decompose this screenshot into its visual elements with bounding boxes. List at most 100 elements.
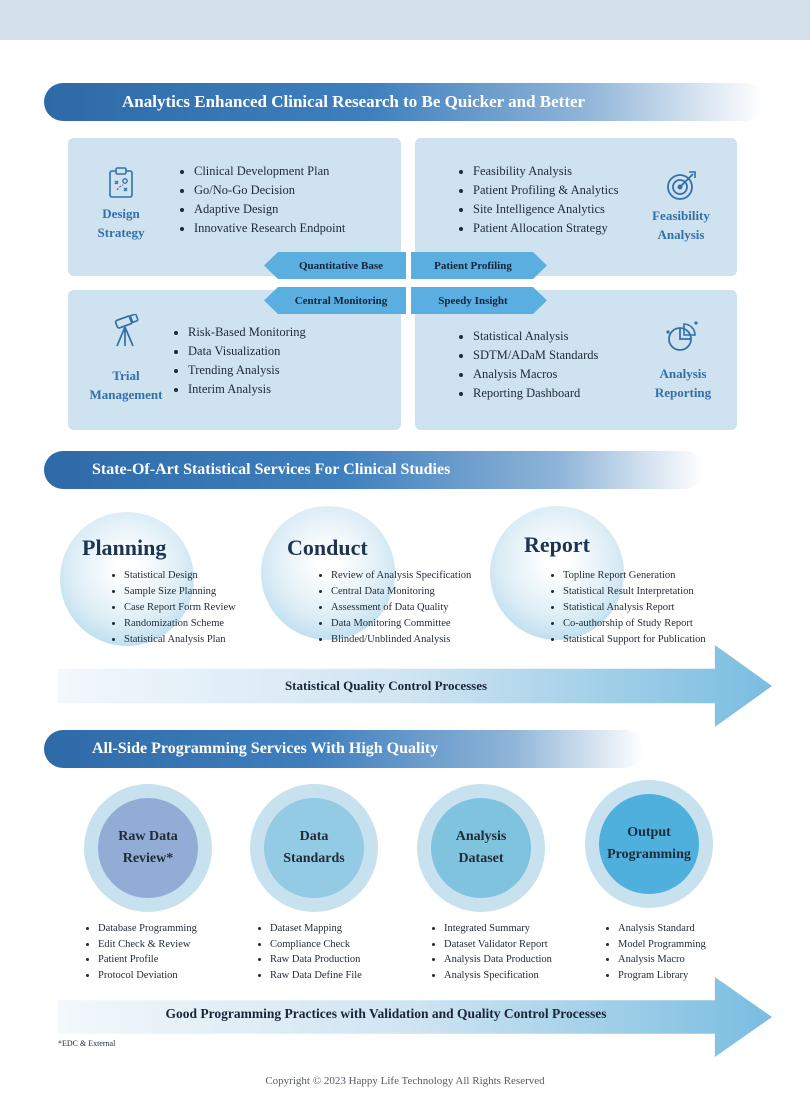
qc-process-label: Statistical Quality Control Processes [284, 678, 488, 693]
list-item: Statistical Analysis [473, 327, 598, 346]
quadrant-title-line: Analysis [659, 366, 707, 381]
quadrant-design-strategy: Design Strategy Clinical Development Pla… [68, 138, 401, 276]
list-item: Trending Analysis [188, 361, 306, 380]
quadrant-title-line: Design [102, 206, 140, 221]
prog-list-analysis-dataset: Integrated Summary Dataset Validator Rep… [432, 921, 552, 983]
list-item: Analysis Specification [444, 968, 552, 984]
list-item: Risk-Based Monitoring [188, 323, 306, 342]
list-item: Review of Analysis Specification [331, 568, 471, 584]
pie-chart-icon [666, 321, 698, 351]
list-item: Analysis Data Production [444, 952, 552, 968]
section-banner-programming: All-Side Programming Services With High … [44, 730, 644, 768]
list-item: Protocol Deviation [98, 968, 197, 984]
quadrant-trial-management: Trial Management Risk-Based Monitoring D… [68, 290, 401, 430]
list-item: Data Visualization [188, 342, 306, 361]
tag-speedy-insight: Speedy Insight [411, 287, 547, 314]
list-item: Statistical Result Interpretation [563, 584, 706, 600]
telescope-icon [114, 314, 139, 347]
copyright: Copyright © 2023 Happy Life Technology A… [265, 1075, 545, 1087]
list-item: Innovative Research Endpoint [194, 219, 345, 238]
tag-quantitative-base: Quantitative Base [264, 252, 406, 279]
phase-list-conduct: Review of Analysis Specification Central… [319, 568, 471, 648]
list-item: Randomization Scheme [124, 616, 236, 632]
section-banner-analytics: Analytics Enhanced Clinical Research to … [44, 83, 764, 121]
quadrant-title-line: Strategy [97, 225, 145, 240]
list-item: Topline Report Generation [563, 568, 706, 584]
quadrant-title: Feasibility Analysis [641, 206, 721, 244]
list-item: Interim Analysis [188, 380, 306, 399]
list-item: Integrated Summary [444, 921, 552, 937]
prog-circle-output-programming: Output Programming [585, 780, 713, 908]
list-item: Adaptive Design [194, 200, 345, 219]
list-item: Edit Check & Review [98, 937, 197, 953]
quadrant-list: Risk-Based Monitoring Data Visualization… [174, 323, 306, 399]
list-item: Analysis Standard [618, 921, 706, 937]
gpp-process-label: Good Programming Practices with Validati… [165, 1006, 607, 1021]
phase-circle-conduct [261, 506, 395, 640]
list-item: Database Programming [98, 921, 197, 937]
list-item: Case Report Form Review [124, 600, 236, 616]
list-item: Raw Data Define File [270, 968, 362, 984]
prog-list-raw-data-review: Database Programming Edit Check & Review… [86, 921, 197, 983]
quadrant-title-line: Trial [112, 368, 140, 383]
prog-circle-title: Output Programming [599, 794, 699, 894]
top-band [0, 0, 810, 40]
phase-title-planning: Planning [82, 535, 167, 560]
prog-circle-title: Data Standards [264, 798, 364, 898]
list-item: Patient Allocation Strategy [473, 219, 618, 238]
list-item: Site Intelligence Analytics [473, 200, 618, 219]
tag-patient-profiling: Patient Profiling [411, 252, 547, 279]
phase-title-report: Report [524, 532, 590, 557]
section-banner-statistical: State-Of-Art Statistical Services For Cl… [44, 451, 704, 489]
list-item: Dataset Validator Report [444, 937, 552, 953]
list-item: Go/No-Go Decision [194, 181, 345, 200]
list-item: Analysis Macro [618, 952, 706, 968]
quadrant-title-line: Feasibility [652, 208, 710, 223]
quadrant-title: Analysis Reporting [645, 364, 721, 402]
quadrant-title: Trial Management [84, 366, 168, 404]
list-item: Model Programming [618, 937, 706, 953]
list-item: Analysis Macros [473, 365, 598, 384]
prog-circle-title: Raw Data Review* [98, 798, 198, 898]
list-item: SDTM/ADaM Standards [473, 346, 598, 365]
list-item: Compliance Check [270, 937, 362, 953]
quadrant-title-line: Reporting [654, 385, 712, 400]
list-item: Feasibility Analysis [473, 162, 618, 181]
quadrant-title-line: Analysis [657, 227, 705, 242]
list-item: Data Monitoring Committee [331, 616, 471, 632]
clipboard-icon [109, 167, 133, 198]
list-item: Statistical Analysis Report [563, 600, 706, 616]
quadrant-list: Clinical Development Plan Go/No-Go Decis… [180, 162, 345, 238]
phase-list-report: Topline Report Generation Statistical Re… [551, 568, 706, 648]
prog-list-output-programming: Analysis Standard Model Programming Anal… [606, 921, 706, 983]
target-icon [667, 171, 696, 200]
footnote: *EDC & External [58, 1039, 116, 1048]
list-item: Program Library [618, 968, 706, 984]
quadrant-title: Design Strategy [86, 204, 156, 242]
phase-circle-planning [60, 512, 194, 646]
phase-list-planning: Statistical Design Sample Size Planning … [112, 568, 236, 648]
list-item: Central Data Monitoring [331, 584, 471, 600]
list-item: Dataset Mapping [270, 921, 362, 937]
list-item: Blinded/Unblinded Analysis [331, 632, 471, 648]
list-item: Statistical Design [124, 568, 236, 584]
phase-title-conduct: Conduct [287, 535, 368, 560]
prog-circle-title: Analysis Dataset [431, 798, 531, 898]
quadrant-list: Statistical Analysis SDTM/ADaM Standards… [459, 327, 598, 403]
list-item: Raw Data Production [270, 952, 362, 968]
prog-circle-analysis-dataset: Analysis Dataset [417, 784, 545, 912]
list-item: Co-authorship of Study Report [563, 616, 706, 632]
quadrant-list: Feasibility Analysis Patient Profiling &… [459, 162, 618, 238]
list-item: Reporting Dashboard [473, 384, 598, 403]
list-item: Assessment of Data Quality [331, 600, 471, 616]
list-item: Patient Profile [98, 952, 197, 968]
list-item: Clinical Development Plan [194, 162, 345, 181]
quadrant-title-line: Management [89, 387, 163, 402]
prog-list-data-standards: Dataset Mapping Compliance Check Raw Dat… [258, 921, 362, 983]
prog-circle-data-standards: Data Standards [250, 784, 378, 912]
phase-circle-report [490, 506, 624, 640]
list-item: Patient Profiling & Analytics [473, 181, 618, 200]
prog-circle-raw-data-review: Raw Data Review* [84, 784, 212, 912]
list-item: Statistical Analysis Plan [124, 632, 236, 648]
list-item: Sample Size Planning [124, 584, 236, 600]
